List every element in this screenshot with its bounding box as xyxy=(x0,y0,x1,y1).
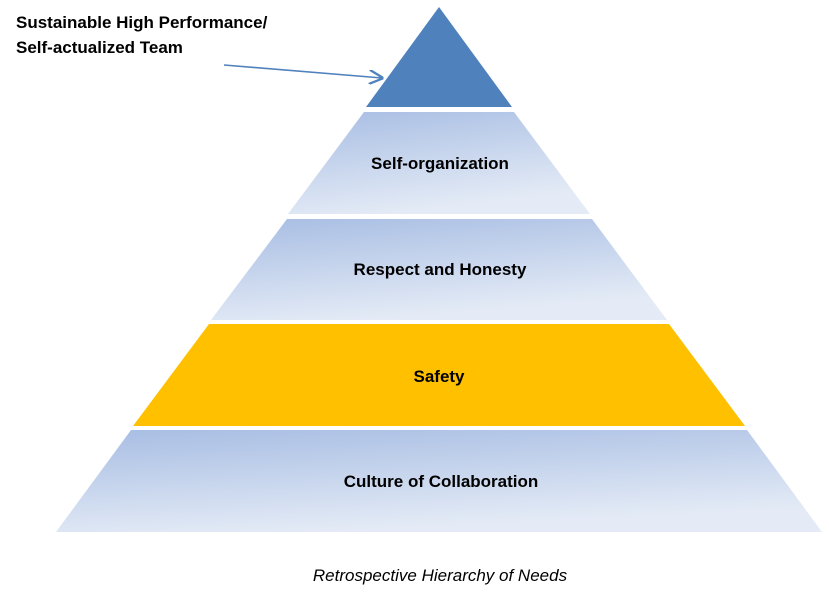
pyramid-tier-self-organization xyxy=(288,112,590,214)
pyramid-apex xyxy=(366,7,512,107)
pyramid-tier-safety xyxy=(133,324,745,426)
pyramid-tier-respect-and-honesty xyxy=(211,219,667,320)
pyramid-tier-culture-of-collaboration xyxy=(56,430,822,532)
callout-line-2: Self-actualized Team xyxy=(16,38,183,57)
tier-label-self-organization: Self-organization xyxy=(371,154,509,173)
tier-label-culture-of-collaboration: Culture of Collaboration xyxy=(344,472,539,491)
diagram-caption: Retrospective Hierarchy of Needs xyxy=(312,566,568,585)
callout-line-1: Sustainable High Performance/ xyxy=(16,13,268,32)
tier-label-respect-and-honesty: Respect and Honesty xyxy=(354,260,527,279)
apex-callout: Sustainable High Performance/ Self-actua… xyxy=(16,10,267,60)
tier-label-safety: Safety xyxy=(413,367,465,386)
callout-arrow xyxy=(223,64,382,78)
